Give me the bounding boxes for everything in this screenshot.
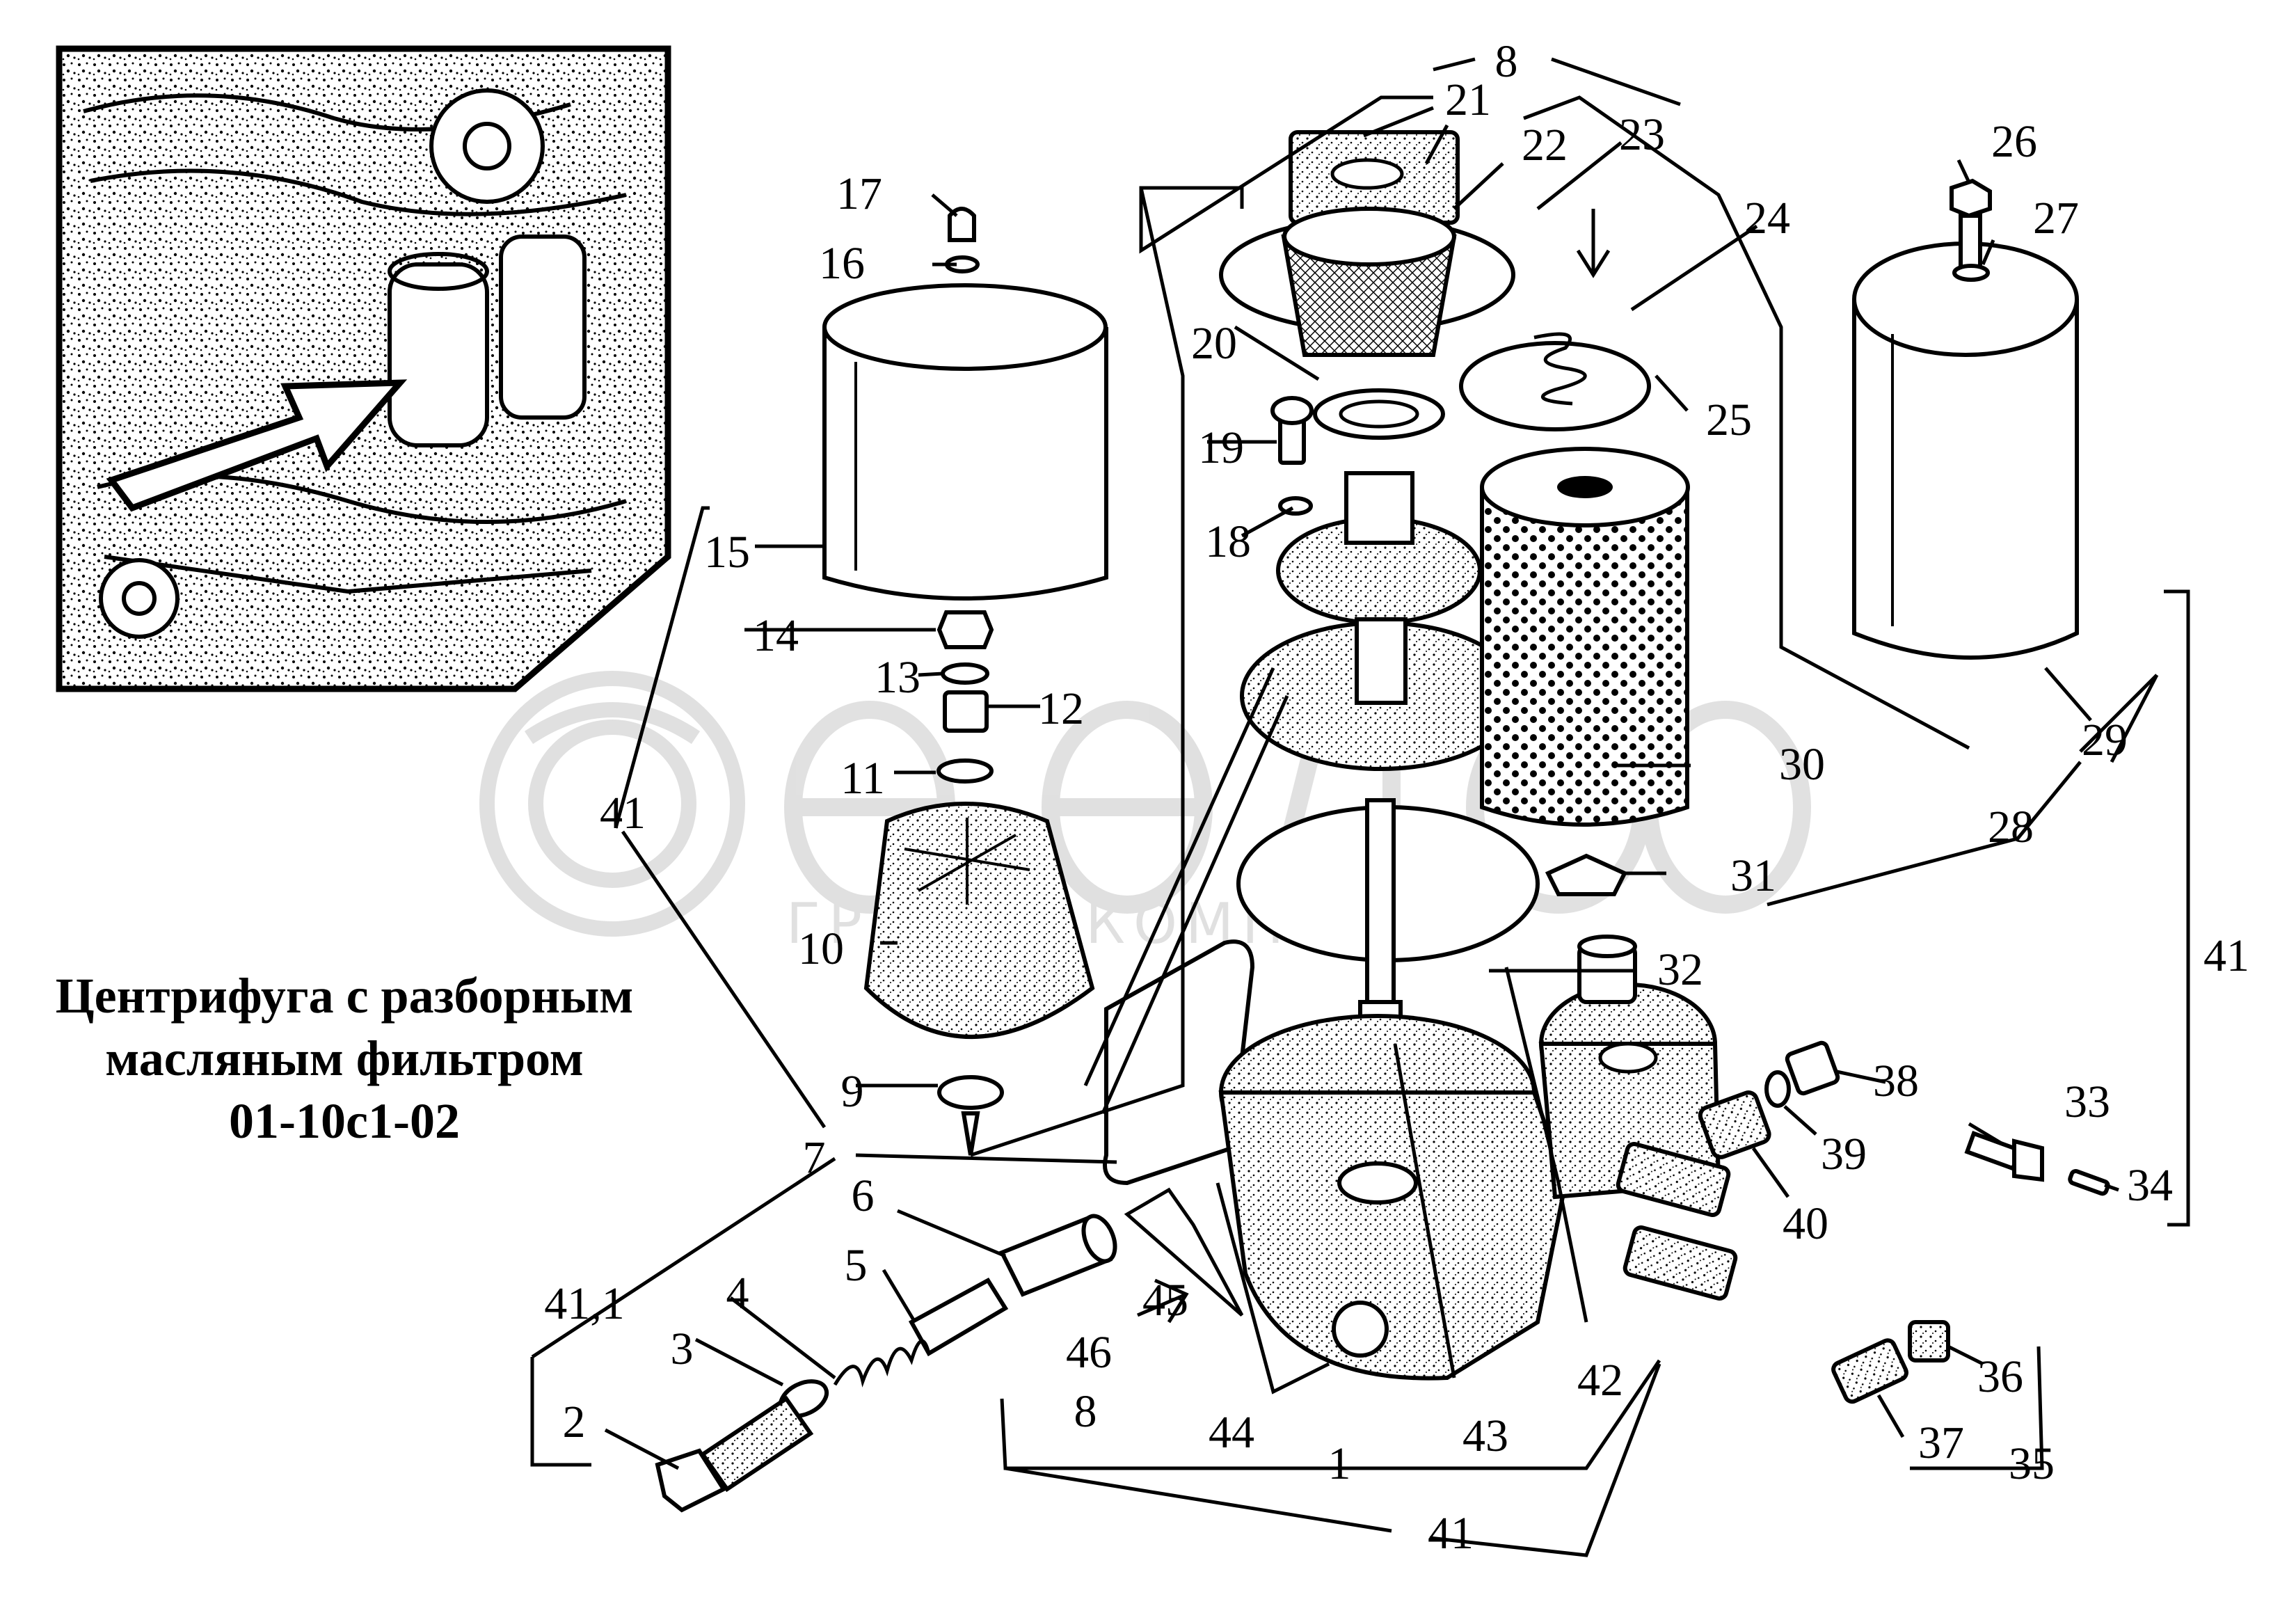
assembly-brackets: [530, 95, 2190, 1557]
label-14: 14: [753, 610, 799, 661]
filter-plate-assembly: [1240, 471, 1522, 771]
label-2: 2: [563, 1397, 586, 1447]
label-21: 21: [1445, 74, 1491, 125]
label-31: 31: [1730, 850, 1776, 901]
part-13-washer: [941, 662, 989, 685]
label-4: 4: [726, 1268, 749, 1319]
label-20: 20: [1191, 318, 1237, 369]
label-38: 38: [1873, 1056, 1919, 1106]
label-12: 12: [1038, 683, 1084, 734]
label-27: 27: [2033, 193, 2079, 244]
down-arrow-icon: [1576, 209, 1611, 278]
part-38-nut: [1785, 1040, 1840, 1096]
label-6: 6: [852, 1170, 875, 1221]
label-29: 29: [2082, 715, 2128, 765]
label-18: 18: [1205, 516, 1251, 567]
part-19-bolt: [1270, 396, 1314, 465]
label-9: 9: [841, 1066, 864, 1117]
label-5: 5: [845, 1240, 868, 1291]
part-40-plug: [1698, 1090, 1771, 1159]
part-25-o-ring: [1459, 341, 1651, 431]
label-45: 45: [1142, 1275, 1188, 1326]
label-39: 39: [1821, 1129, 1867, 1179]
label-10: 10: [798, 923, 844, 974]
part-6-sleeve: [998, 1214, 1117, 1297]
label-34: 34: [2127, 1160, 2173, 1211]
part-39-washer: [1764, 1070, 1791, 1108]
label-41-1: 41,1: [544, 1278, 625, 1329]
label-3: 3: [671, 1324, 694, 1374]
label-24: 24: [1744, 193, 1790, 244]
label-41-bottom: 41: [1428, 1508, 1474, 1559]
part-4-spring: [833, 1339, 931, 1388]
part-labels: 8 21 22 23 24 25 26 27 20 17 16 19 18 15…: [544, 36, 2249, 1559]
label-37: 37: [1918, 1417, 1964, 1468]
label-8-top: 8: [1495, 36, 1518, 87]
label-32: 32: [1657, 944, 1703, 995]
inset-arrow-icon: [106, 379, 408, 512]
label-13: 13: [875, 652, 920, 703]
part-34-pin: [2068, 1168, 2110, 1196]
title-line-2: масляным фильтром: [105, 1031, 584, 1086]
label-19: 19: [1198, 422, 1244, 473]
part-12-nozzle-nut: [943, 690, 989, 733]
label-41-right: 41: [2203, 930, 2249, 981]
label-1: 1: [1328, 1438, 1351, 1489]
part-2-plug: [655, 1395, 814, 1513]
part-33-bolt: [1964, 1131, 2044, 1182]
label-28: 28: [1988, 802, 2034, 852]
part-26-bolt: [1950, 178, 1992, 270]
part-11-ring: [936, 758, 994, 784]
title-line-3: 01-10с1-02: [229, 1093, 460, 1149]
part-29-filter-cover: [1852, 241, 2079, 660]
part-10-rotor-body: [863, 802, 1095, 1039]
label-15: 15: [704, 527, 750, 578]
label-36: 36: [1977, 1351, 2023, 1402]
part-30-filter-element: [1480, 447, 1690, 827]
part-27-washer: [1952, 264, 1990, 282]
label-11: 11: [840, 753, 885, 804]
part-24-spring: [1533, 332, 1587, 406]
label-8-bottom: 8: [1074, 1386, 1097, 1437]
watermark-logo-icon: [479, 671, 745, 937]
part-20-seal-ring: [1313, 388, 1445, 440]
outlet-fittings: [1616, 1142, 1738, 1301]
label-30: 30: [1779, 739, 1825, 790]
part-15-rotor-cap: [822, 283, 1108, 601]
label-25: 25: [1706, 395, 1752, 445]
part-37-adapter: [1831, 1338, 1908, 1404]
label-46: 46: [1066, 1327, 1112, 1378]
diagram-title: Центрифуга с разборным масляным фильтром…: [56, 968, 634, 1149]
label-42: 42: [1577, 1355, 1623, 1406]
label-7: 7: [803, 1132, 826, 1183]
title-line-1: Центрифуга с разборным: [56, 968, 634, 1024]
part-14-nut: [936, 610, 994, 649]
label-43: 43: [1462, 1411, 1508, 1461]
leader-lines: [604, 57, 2119, 1470]
label-41-left: 41: [600, 788, 646, 839]
part-31-star-washer: [1545, 853, 1628, 896]
engine-inset-view: [56, 45, 671, 692]
part-32-fitting: [1577, 935, 1637, 1004]
part-1-housing: [1218, 1014, 1568, 1381]
label-26: 26: [1991, 116, 2037, 167]
label-16: 16: [819, 238, 865, 289]
part-22-filter-cup: [1281, 207, 1457, 357]
label-23: 23: [1619, 109, 1665, 160]
label-44: 44: [1209, 1407, 1254, 1458]
label-35: 35: [2009, 1438, 2055, 1489]
label-22: 22: [1522, 120, 1568, 170]
part-9-seal-and-tip: [937, 1075, 1004, 1156]
part-36-nut: [1908, 1320, 1950, 1362]
label-33: 33: [2064, 1076, 2110, 1127]
label-17: 17: [836, 168, 882, 219]
label-40: 40: [1783, 1198, 1828, 1249]
